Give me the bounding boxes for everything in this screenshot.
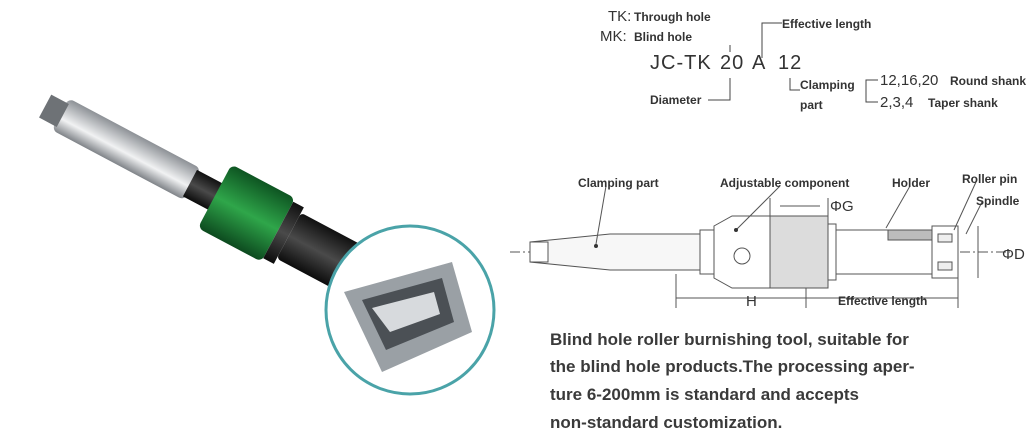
diameter-label: Diameter — [650, 93, 702, 107]
h-label: H — [746, 293, 757, 310]
clamping-label-1: Clamping — [800, 78, 855, 92]
round-values: 12,16,20 — [880, 72, 939, 89]
adjustable-component-label: Adjustable component — [720, 176, 850, 190]
model-size: 12 — [778, 52, 803, 74]
clamping-part-label: Clamping part — [578, 176, 659, 190]
description-line-1: Blind hole roller burnishing tool, suita… — [550, 330, 909, 349]
spindle-label: Spindle — [976, 194, 1020, 208]
effective-length-dim-label: Effective length — [838, 294, 928, 308]
closeup-inset — [324, 224, 496, 396]
model-num: 20 — [720, 52, 745, 74]
mk-prefix: MK: — [600, 28, 627, 45]
legend-leaders — [708, 22, 878, 103]
clamping-label-2: part — [800, 98, 823, 112]
tk-prefix: TK: — [608, 8, 632, 25]
description-line-4: non-standard customization. — [550, 413, 783, 432]
mk-label: Blind hole — [634, 30, 692, 44]
roller-pin-label: Roller pin — [962, 172, 1018, 186]
phi-d-label: ΦD — [1002, 246, 1025, 263]
taper-label: Taper shank — [928, 96, 998, 110]
taper-values: 2,3,4 — [880, 94, 914, 111]
description-line-2: the blind hole products.The processing a… — [550, 357, 915, 376]
phi-g-label: ΦG — [830, 198, 854, 215]
model-code: JC-TK — [650, 52, 712, 74]
technical-drawing — [510, 181, 1010, 308]
tk-label: Through hole — [634, 10, 711, 24]
effective-length-label: Effective length — [782, 17, 872, 31]
description-line-3: ture 6-200mm is standard and accepts — [550, 385, 859, 404]
holder-label: Holder — [892, 176, 931, 190]
round-label: Round shank — [950, 74, 1027, 88]
